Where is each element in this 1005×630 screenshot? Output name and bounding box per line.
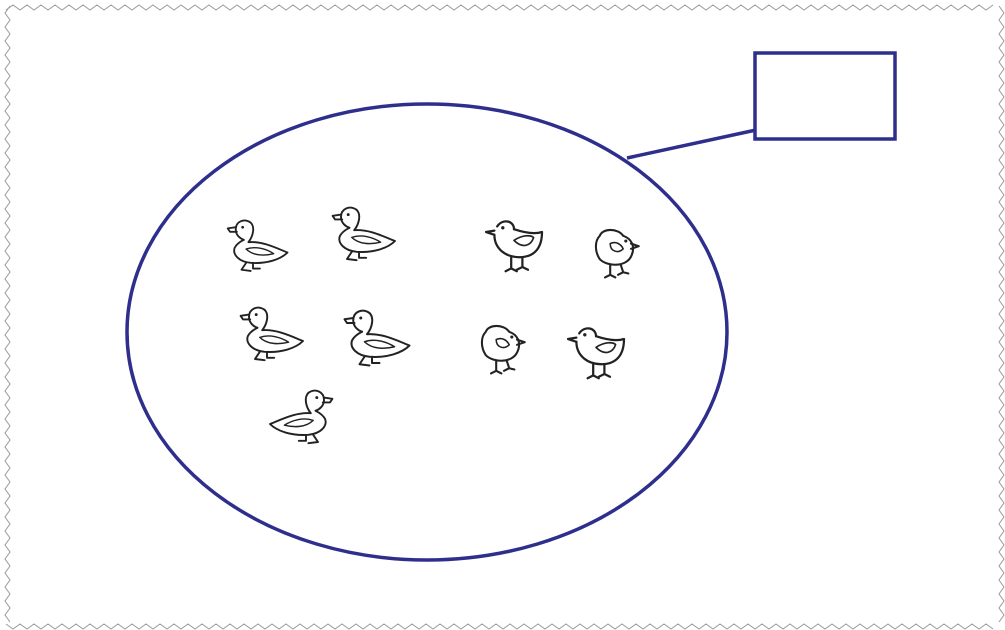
duck-5 (270, 391, 332, 444)
chick-4 (568, 328, 624, 378)
duck-2 (333, 208, 395, 261)
set-ellipse (127, 104, 727, 560)
connector-line (627, 130, 756, 158)
answer-box[interactable] (755, 53, 895, 139)
chick-2 (596, 230, 639, 277)
chick-1 (486, 221, 542, 271)
duck-4 (345, 311, 410, 366)
chick-group (482, 221, 639, 378)
duck-1 (228, 221, 288, 271)
duck-group (228, 208, 410, 444)
chick-3 (482, 326, 525, 373)
duck-3 (241, 308, 303, 361)
